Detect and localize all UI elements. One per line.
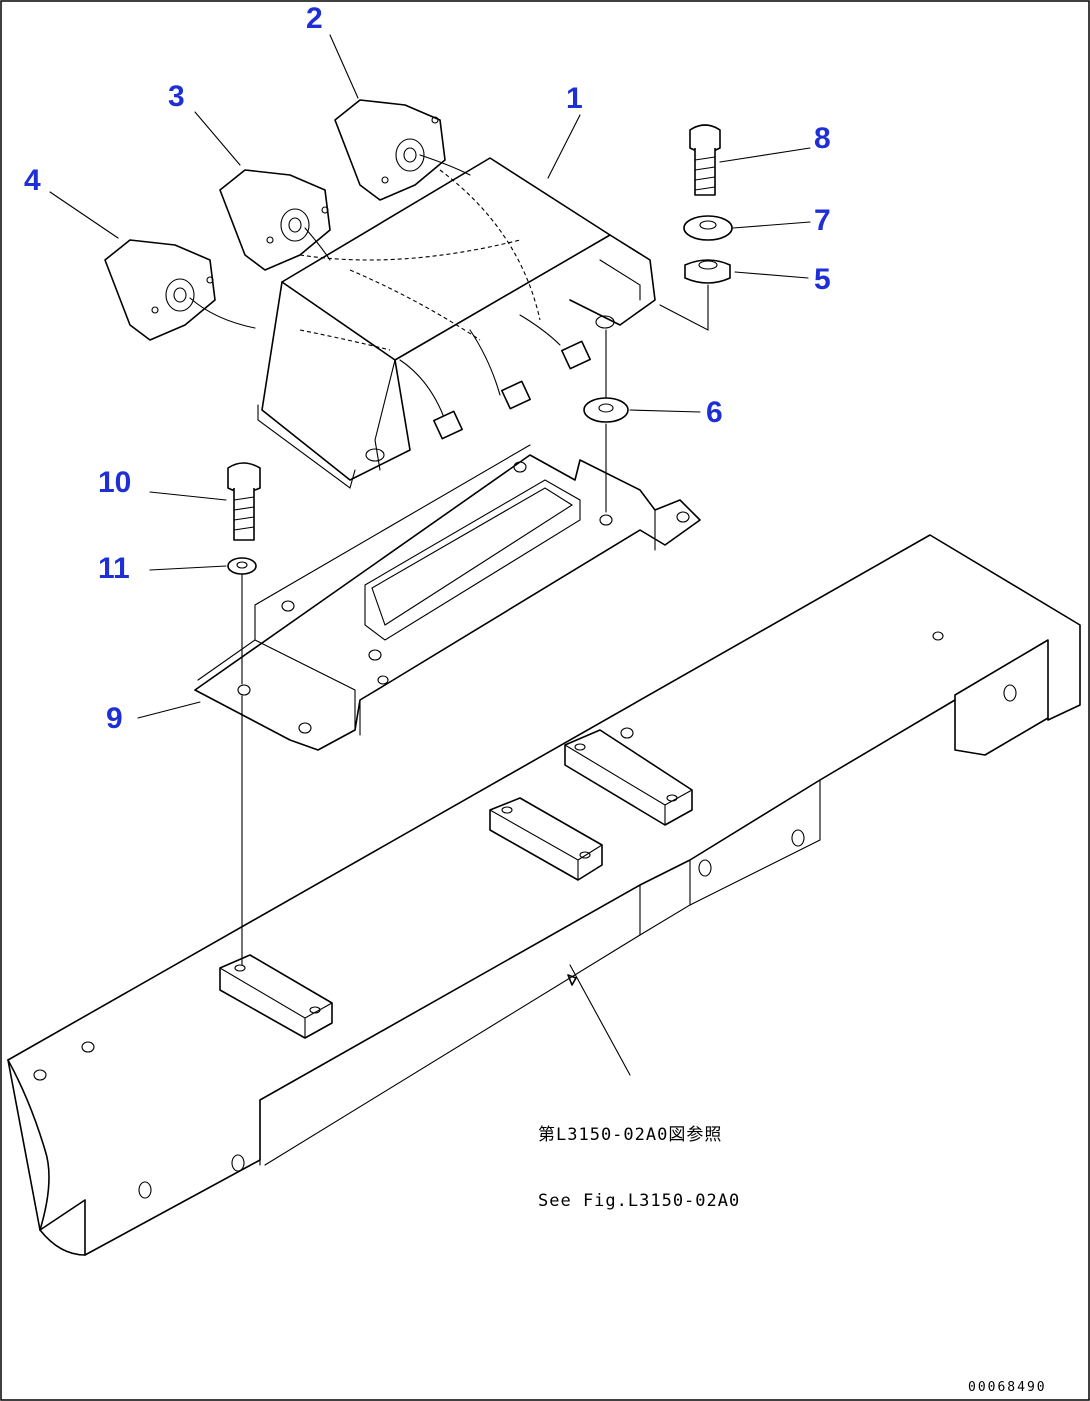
callout-3: 3 bbox=[168, 80, 185, 113]
callout-11: 11 bbox=[98, 552, 130, 585]
callout-10: 10 bbox=[98, 466, 132, 499]
nut-5 bbox=[684, 259, 731, 284]
bracket-plate bbox=[194, 444, 701, 751]
reference-note-en: See Fig.L3150-02A0 bbox=[538, 1191, 741, 1211]
beam-blocks bbox=[219, 729, 693, 1039]
washer-6 bbox=[583, 397, 629, 423]
lamp-4 bbox=[104, 239, 256, 341]
callout-9: 9 bbox=[106, 702, 123, 735]
callout-5: 5 bbox=[814, 263, 831, 296]
callout-1: 1 bbox=[566, 82, 583, 115]
callout-4: 4 bbox=[24, 164, 41, 197]
leader-5-mount bbox=[659, 284, 709, 331]
lamp-3 bbox=[219, 169, 331, 271]
reference-note-jp: 第L3150-02A0図参照 bbox=[538, 1125, 723, 1145]
bolt-10 bbox=[227, 462, 261, 541]
callout-8: 8 bbox=[814, 122, 831, 155]
callout-7: 7 bbox=[814, 204, 831, 237]
washer-7 bbox=[683, 215, 733, 241]
washer-11 bbox=[227, 557, 257, 575]
frame-beam bbox=[7, 534, 1081, 1256]
bolt-8 bbox=[689, 124, 721, 196]
reference-note: 第L3150-02A0図参照 See Fig.L3150-02A0 bbox=[538, 1080, 740, 1256]
cover-housing bbox=[257, 157, 656, 489]
lamp-2 bbox=[334, 99, 471, 201]
callout-2: 2 bbox=[306, 2, 323, 35]
drawing-code: 00068490 bbox=[968, 1380, 1047, 1395]
callout-6: 6 bbox=[706, 396, 723, 429]
leader-lines bbox=[49, 34, 811, 719]
